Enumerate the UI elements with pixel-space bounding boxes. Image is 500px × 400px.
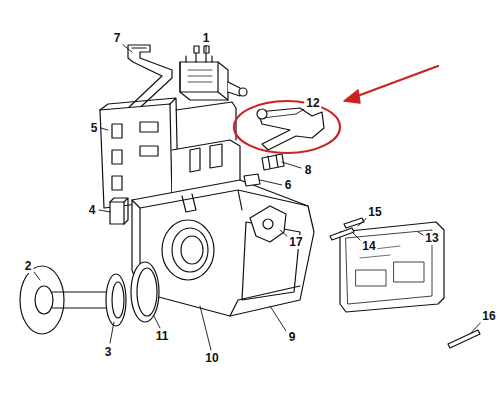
callout-number: 4 (87, 203, 98, 217)
callout-number: 9 (287, 330, 298, 344)
callout-number: 14 (360, 239, 377, 253)
callout-number: 1 (201, 31, 212, 45)
callout-number: 13 (423, 231, 440, 245)
callout-number: 11 (154, 329, 171, 343)
callout-number: 16 (480, 309, 497, 323)
callout-number: 2 (23, 259, 34, 273)
callout-number: 5 (89, 121, 100, 135)
callout-number: 15 (366, 205, 383, 219)
callout-number: 7 (112, 31, 123, 45)
callout-number: 12 (304, 96, 321, 110)
callout-number: 3 (103, 345, 114, 359)
callout-number: 10 (203, 351, 220, 365)
callout-number: 17 (287, 235, 304, 249)
callout-number: 6 (283, 178, 294, 192)
callout-number: 8 (303, 163, 314, 177)
